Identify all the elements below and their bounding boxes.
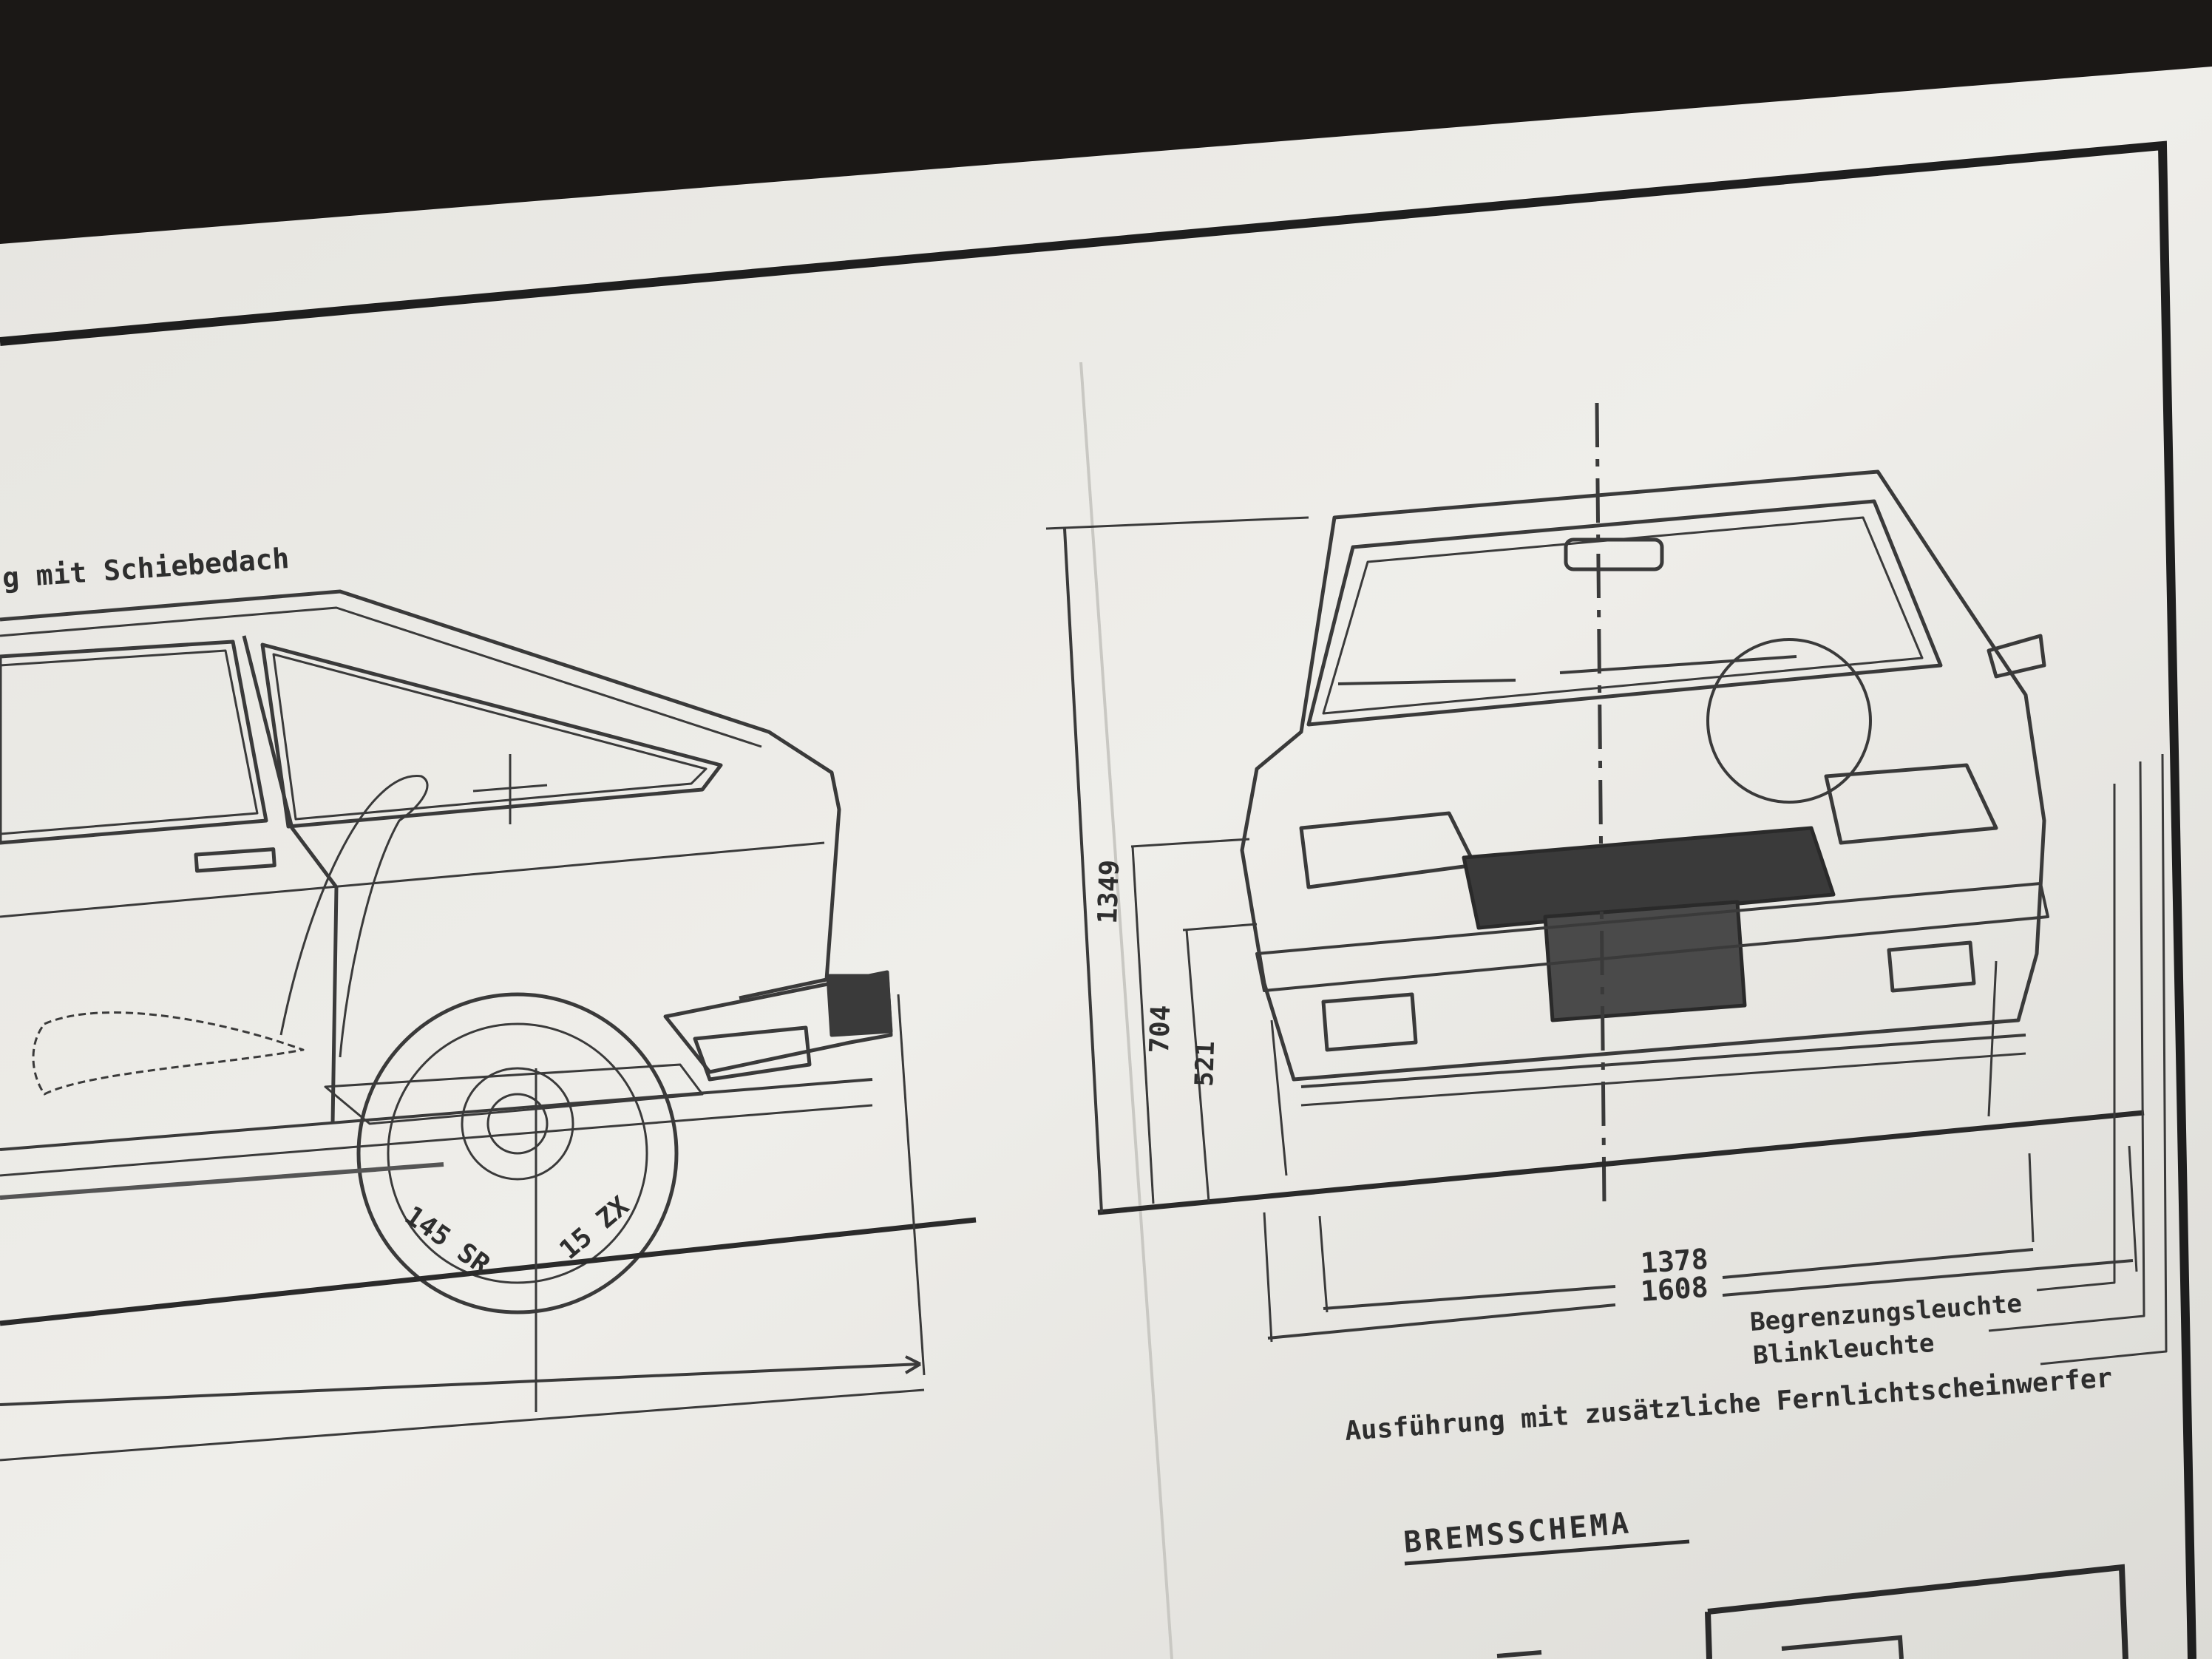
brake-schema-mark	[1496, 1650, 1542, 1658]
dim-overall-width: 1608	[1640, 1271, 1709, 1308]
fold-line	[1079, 362, 1173, 1659]
brake-schema-inner	[1781, 1635, 1904, 1659]
dim-overall-height: 1349	[1093, 859, 1125, 924]
paper-sheet	[0, 67, 2212, 1659]
dim-headlamp-height: 704	[1144, 1005, 1176, 1054]
dim-bumper-height: 521	[1190, 1041, 1221, 1088]
frame-border	[0, 140, 2196, 1659]
brake-schema-box	[1705, 1564, 2128, 1659]
dim-track-width: 1378	[1640, 1243, 1709, 1280]
front-view-drawing	[1045, 402, 2168, 1365]
section-heading-underline	[1404, 1539, 1690, 1566]
side-view-drawing	[0, 589, 977, 1462]
